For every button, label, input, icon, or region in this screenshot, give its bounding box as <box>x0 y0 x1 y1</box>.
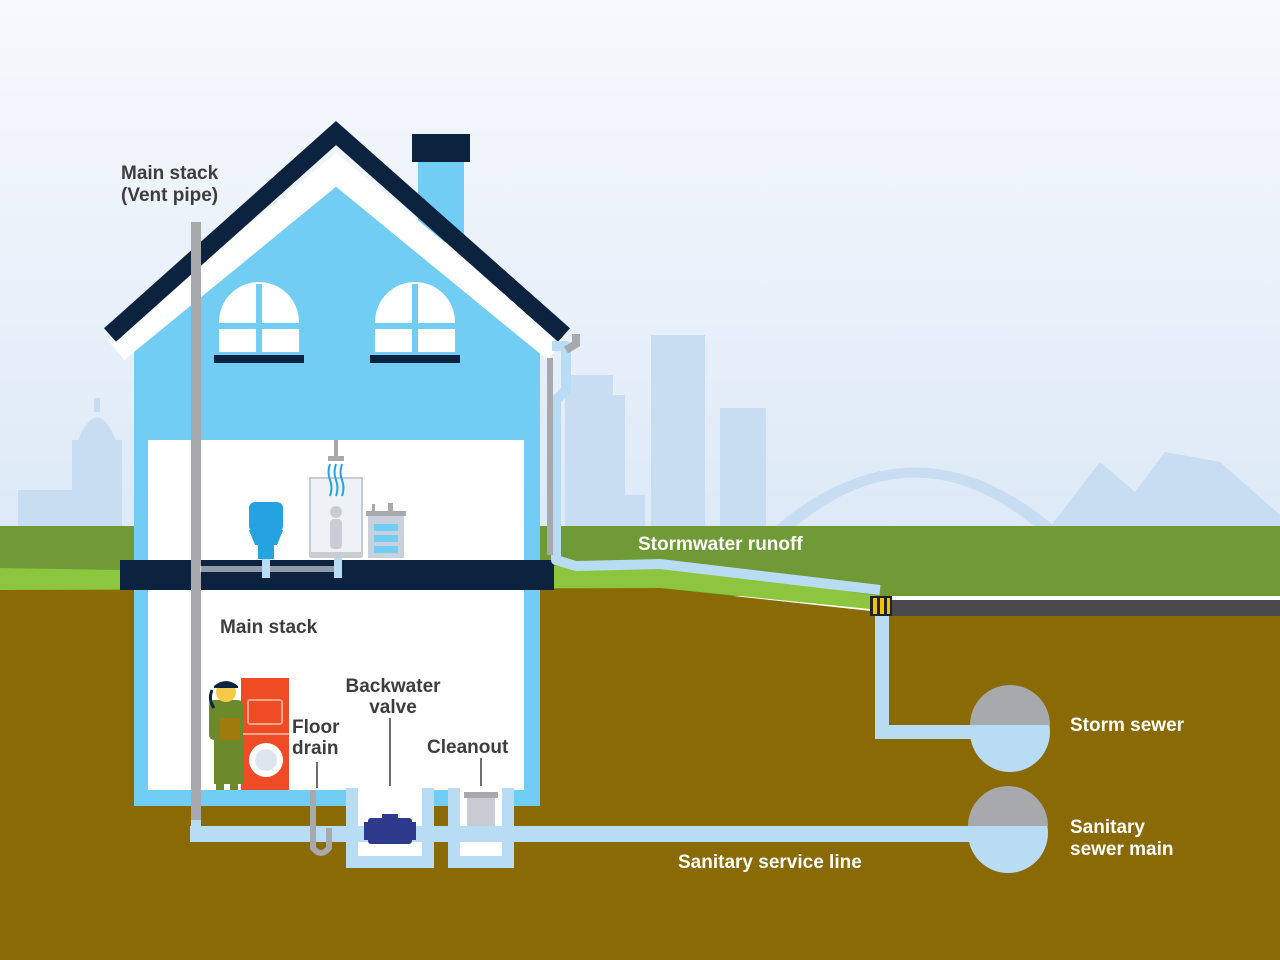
sink-icon <box>366 503 406 558</box>
attic-window-left <box>214 282 304 363</box>
label-main-stack-vent-2: (Vent pipe) <box>121 185 218 206</box>
person-icon <box>208 681 244 790</box>
toilet-icon <box>249 502 283 559</box>
label-main-stack-vent-1: Main stack <box>121 163 219 184</box>
label-sanitary-service-line: Sanitary service line <box>678 852 862 873</box>
grass-strip-left <box>0 568 120 592</box>
shower-icon <box>309 440 363 558</box>
label-floor-drain-1: Floor <box>292 717 340 738</box>
label-main-stack: Main stack <box>220 617 318 638</box>
attic-window-right <box>370 282 460 363</box>
label-sanitary-sewer-main-2: sewer main <box>1070 839 1174 860</box>
storm-drain-icon <box>870 596 892 616</box>
label-backwater-valve-1: Backwater <box>345 676 441 697</box>
storm-sewer-icon <box>970 685 1050 772</box>
label-stormwater-runoff: Stormwater runoff <box>638 534 803 555</box>
chimney-cap <box>412 134 470 162</box>
basement-room <box>148 590 524 790</box>
roof-trim <box>107 153 565 361</box>
main-stack-pipe <box>191 222 201 826</box>
storm-pipe <box>875 616 972 739</box>
floor-drain-trap <box>310 790 332 856</box>
label-backwater-valve-2: valve <box>369 697 417 718</box>
city-skyline <box>18 335 1280 540</box>
label-storm-sewer: Storm sewer <box>1070 715 1185 736</box>
label-cleanout: Cleanout <box>427 737 509 758</box>
road <box>880 600 1280 616</box>
label-sanitary-sewer-main-1: Sanitary <box>1070 817 1145 838</box>
washer-dryer-icon <box>241 678 289 790</box>
grass-strip-right <box>554 564 880 610</box>
sanitary-sewer-main-icon <box>968 786 1048 873</box>
cleanout-icon <box>464 792 498 826</box>
gutter <box>563 334 580 354</box>
roof <box>104 120 570 342</box>
backwater-valve-icon <box>364 814 416 844</box>
label-floor-drain-2: drain <box>292 738 338 759</box>
downspout-pipe <box>551 341 881 595</box>
